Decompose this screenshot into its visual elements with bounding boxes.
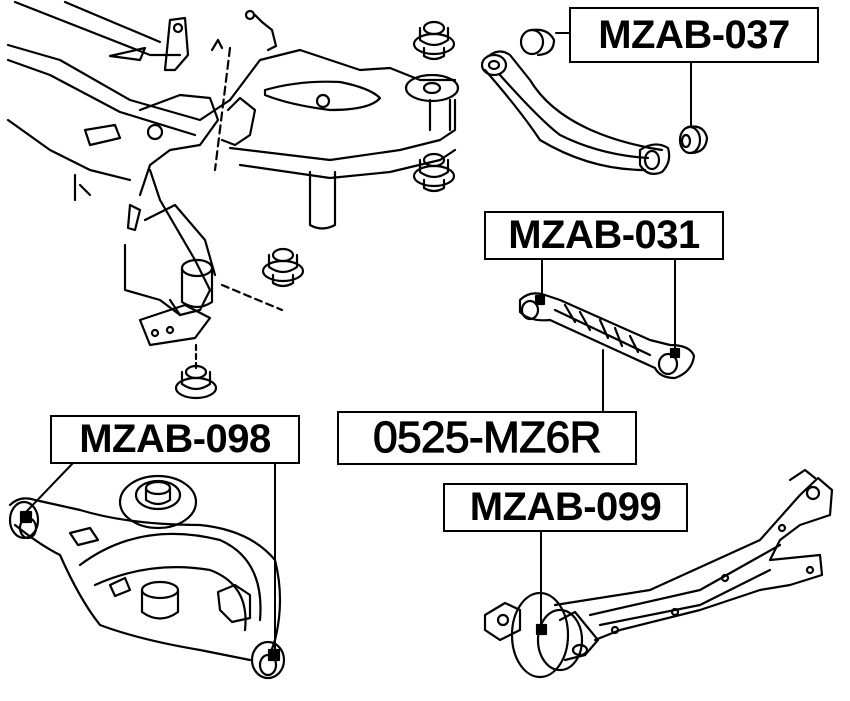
part-label-0525-mz6r[interactable]: 0525-MZ6R (337, 411, 637, 465)
leader-lines (25, 32, 692, 651)
rear-subframe-drawing (6, 0, 460, 370)
part-label-mzab-099[interactable]: MZAB-099 (443, 483, 688, 532)
part-label-mzab-037[interactable]: MZAB-037 (569, 7, 819, 63)
lower-control-arm-drawing (8, 474, 286, 680)
subframe-mount-bushings (174, 20, 456, 400)
part-label-mzab-098[interactable]: MZAB-098 (50, 415, 300, 464)
upper-control-arm-drawing (480, 28, 709, 175)
adjustable-rod-drawing (518, 292, 696, 380)
part-label-mzab-031[interactable]: MZAB-031 (484, 211, 724, 260)
